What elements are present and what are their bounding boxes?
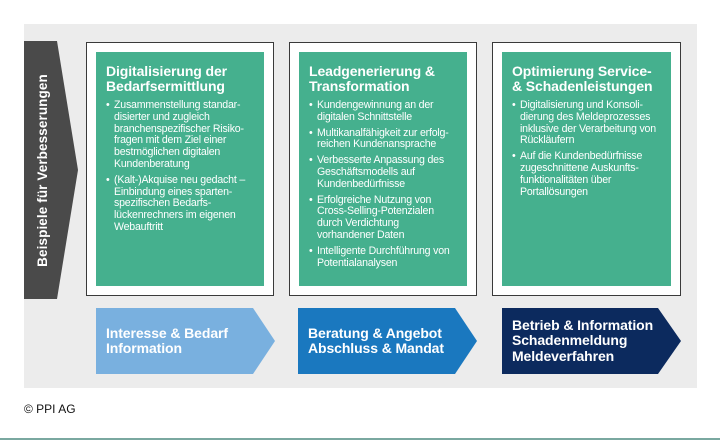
phase-line: Information <box>106 340 182 356</box>
phase-line: Interesse & Bedarf <box>106 324 228 341</box>
card-optimierung: Optimierung Service- & Schadenleistungen… <box>492 42 681 296</box>
bottom-divider <box>0 438 720 440</box>
side-chevron-arrow <box>24 41 78 299</box>
phase-label: Beratung & Angebot Abschluss & Mandat <box>308 308 444 374</box>
card-bullet-list: Digitalisierung und Konsoli-dierung des … <box>512 99 663 198</box>
phase-arrow-interesse: Interesse & Bedarf Information <box>96 308 276 374</box>
side-label-text: Beispiele für Verbesserungen <box>34 73 50 267</box>
list-item: Auf die Kundenbedürfnisse zugeschnittene… <box>512 150 663 198</box>
phase-line: Schadenmeldung <box>512 332 628 349</box>
phase-arrow-beratung: Beratung & Angebot Abschluss & Mandat <box>298 308 478 374</box>
list-item: (Kalt-)Akquise neu gedacht – Einbindung … <box>106 174 256 234</box>
list-item: Intelligente Durchführung von Potentiala… <box>309 245 459 270</box>
card-content: Optimierung Service- & Schadenleistungen… <box>502 52 671 286</box>
list-item: Digitalisierung und Konsoli-dierung des … <box>512 99 663 147</box>
card-content: Leadgenerierung & Transformation Kundeng… <box>299 52 467 286</box>
card-title: Digitalisierung der Bedarfsermittlung <box>106 63 228 94</box>
card-title: Optimierung Service- & Schadenleistungen <box>512 63 653 94</box>
card-leadgenerierung: Leadgenerierung & Transformation Kundeng… <box>289 42 477 296</box>
list-item: Kundengewinnung an der digitalen Schnitt… <box>309 99 459 124</box>
side-label: Beispiele für Verbesserungen <box>24 41 60 299</box>
phase-label: Betrieb & Information Schadenmeldung Mel… <box>512 308 653 374</box>
list-item: Verbesserte Anpassung des Geschäftsmodel… <box>309 154 459 190</box>
card-bullet-list: Zusammenstellung standar-disierter und z… <box>106 99 256 234</box>
phase-line: Abschluss & Mandat <box>308 340 444 356</box>
list-item: Zusammenstellung standar-disierter und z… <box>106 99 256 171</box>
phase-line: Beratung & Angebot <box>308 324 442 341</box>
card-content: Digitalisierung der Bedarfsermittlung Zu… <box>96 52 264 286</box>
phase-line: Meldeverfahren <box>512 347 615 364</box>
card-bullet-list: Kundengewinnung an der digitalen Schnitt… <box>309 99 459 270</box>
card-digitalisierung: Digitalisierung der Bedarfsermittlung Zu… <box>86 42 274 296</box>
card-title: Leadgenerierung & Transformation <box>309 63 435 94</box>
phase-label: Interesse & Bedarf Information <box>106 308 228 374</box>
phase-arrow-betrieb: Betrieb & Information Schadenmeldung Mel… <box>502 308 682 374</box>
list-item: Erfolgreiche Nutzung von Cross-Selling-P… <box>309 194 459 242</box>
phase-line: Betrieb & Information <box>512 316 654 333</box>
list-item: Multikanalfähigkeit zur erfolg-reichen K… <box>309 127 459 152</box>
copyright-notice: © PPI AG <box>24 402 76 416</box>
